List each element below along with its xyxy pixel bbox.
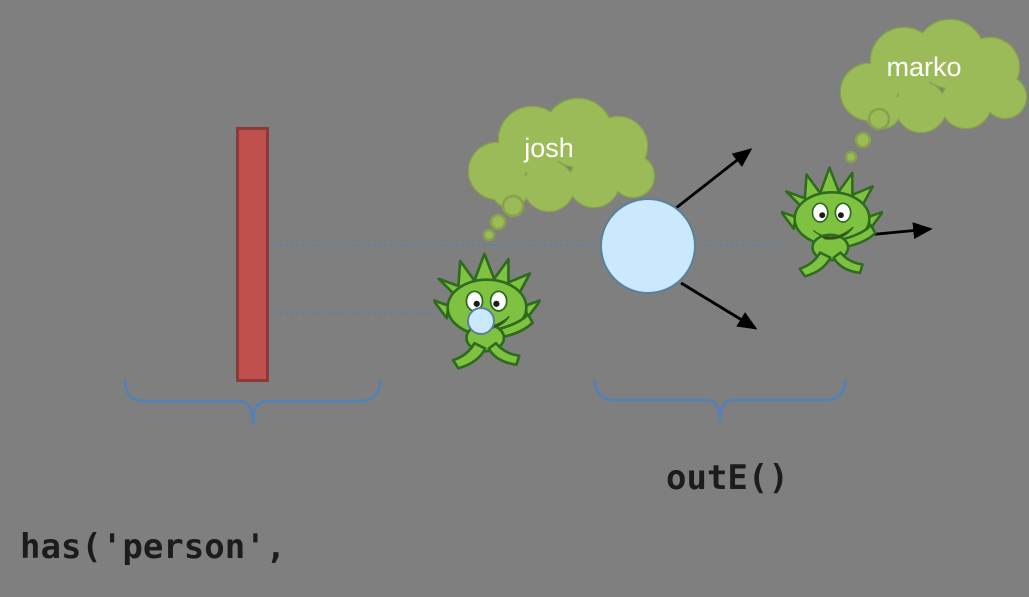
gremlin-traverser-marko [776,166,888,278]
thought-cloud-josh: josh [467,97,656,242]
cloud-label-josh: josh [523,133,574,163]
vertex-circle [600,198,696,294]
thought-trail-bubble [501,194,525,218]
brace-out-edge-step [593,378,847,423]
cloud-label-marko: marko [886,52,961,82]
filter-barrier-bar [236,127,269,382]
thought-cloud-marko: marko [839,18,1028,164]
thought-trail-bubble [482,228,496,242]
thought-trail-bubble [854,131,872,149]
thought-trail-bubble [489,213,507,231]
out-edge-arrow-up [675,148,753,210]
thought-trail-bubble [844,150,858,164]
thought-trail-bubble [867,107,891,131]
out-edge-arrow-down [680,281,758,330]
brace-filter-step [123,378,382,426]
out-edge-step-code: outE() [666,458,789,498]
filter-code-line-1: has('person', [20,527,287,567]
traverser-object-ball [467,307,495,335]
filter-step-code: has('person', 'name', within('marko','jo… [20,444,567,597]
